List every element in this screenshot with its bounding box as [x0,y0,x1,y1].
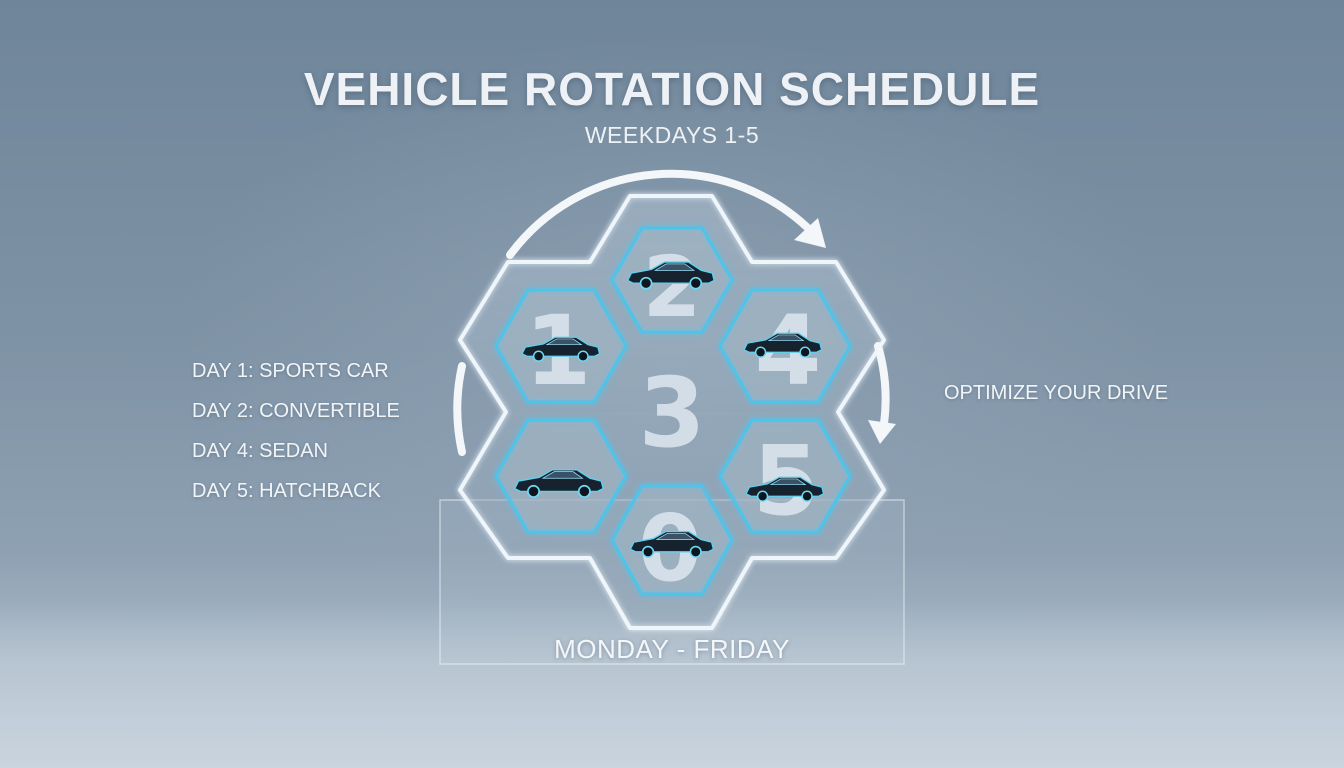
rotation-arrow-right [874,342,890,428]
day-list-item: DAY 5: HATCHBACK [192,480,381,502]
cell-3-center: 3 [639,357,706,469]
rotation-arrow-left [453,362,466,456]
page-title: VEHICLE ROTATION SCHEDULE [303,63,1041,115]
page-subtitle: WEEKDAYS 1-5 [584,122,760,148]
tagline: OPTIMIZE YOUR DRIVE [944,382,1169,404]
rotation-arrow-right-head-icon [868,420,896,444]
cell-5: 5 [718,418,852,537]
day-list: DAY 1: SPORTS CAR DAY 2: CONVERTIBLE DAY… [192,356,400,516]
cell-1: 1 [494,288,628,407]
cell-lower-left [494,418,628,534]
day-list-item: DAY 1: SPORTS CAR [192,360,389,382]
day-list-item: DAY 2: CONVERTIBLE [192,400,400,422]
cell-0: 0 [610,484,734,602]
cell-2: 2 [610,226,734,336]
cell-number: 3 [639,357,706,469]
rotation-arrow-top-head-icon [794,218,826,248]
day-list-item: DAY 4: SEDAN [192,440,328,462]
bottom-label: MONDAY - FRIDAY [554,634,790,664]
rotation-arrow-top [506,169,816,259]
cell-4: 4 [718,288,852,407]
